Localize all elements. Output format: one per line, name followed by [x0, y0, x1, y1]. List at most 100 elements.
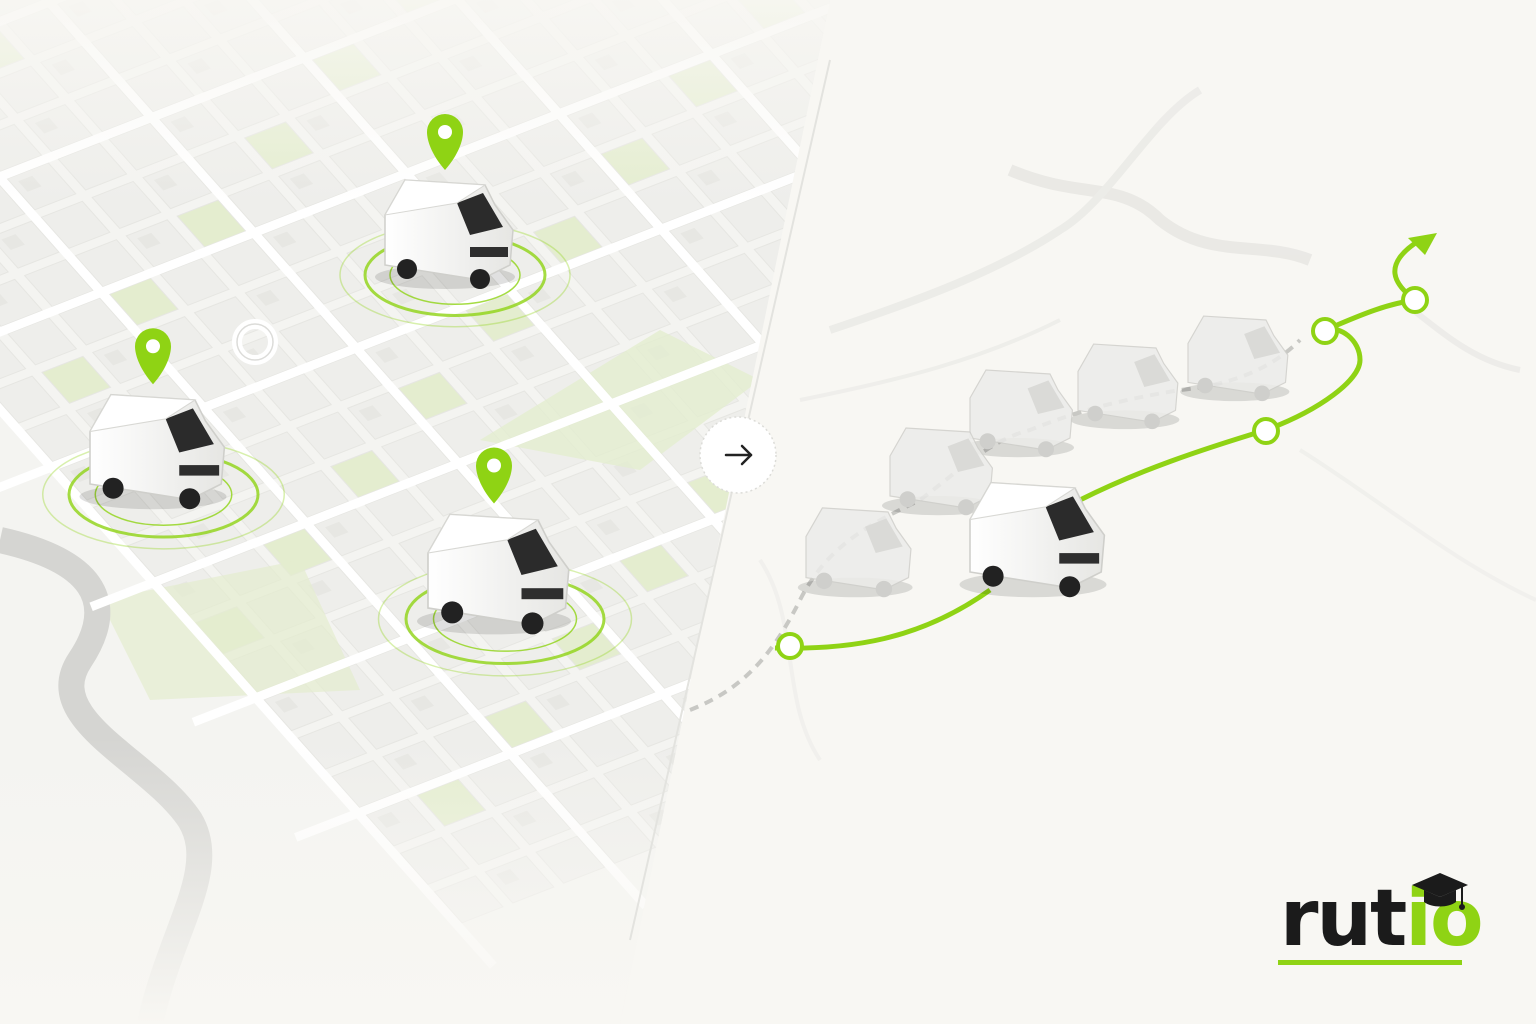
building: [818, 691, 830, 708]
building: [715, 576, 740, 593]
city-block: [789, 736, 830, 785]
city-block: [855, 39, 924, 86]
building: [732, 518, 756, 535]
city-block: [856, 194, 925, 241]
city-block: [872, 0, 941, 28]
logo-underline: [1278, 960, 1462, 965]
van-windshield: [1244, 326, 1281, 359]
van-wheel: [1087, 405, 1103, 422]
van-windshield: [457, 193, 503, 235]
planned-route-dashed: [689, 338, 1302, 712]
rutio-logo: rutio: [1278, 873, 1484, 965]
building: [902, 400, 925, 416]
van-wheel: [1059, 576, 1081, 598]
ghost-van: [882, 427, 994, 516]
route-stops: [776, 286, 1429, 660]
van-wheel: [982, 565, 1004, 587]
delivery-van: [417, 513, 571, 635]
ghost-van: [797, 507, 913, 598]
van-wheel: [521, 612, 544, 635]
building: [833, 168, 856, 184]
van-windshield: [165, 408, 214, 453]
city-block: [755, 697, 826, 747]
van-wheel: [875, 580, 893, 598]
van-grille: [1059, 553, 1100, 564]
van-roof: [426, 513, 540, 554]
route-map: [758, 86, 1536, 762]
logo-text-main: rut: [1280, 874, 1406, 964]
delivery-van: [375, 179, 515, 289]
delivery-van: [959, 481, 1107, 598]
route-stop-marker: [1311, 317, 1339, 345]
building: [866, 52, 889, 68]
building: [816, 226, 830, 243]
city-block: [738, 756, 809, 805]
van-grille: [470, 247, 508, 257]
location-pin-icon: [476, 447, 512, 504]
city-block: [787, 271, 830, 320]
panel-divider: [629, 59, 831, 941]
city-block: [890, 77, 959, 124]
van-wheel: [179, 488, 201, 510]
tracked-van: [339, 114, 571, 328]
van-windshield: [507, 528, 558, 575]
van-wheel: [815, 572, 833, 590]
city-block: [788, 426, 830, 475]
building: [801, 749, 825, 766]
city-block: [891, 387, 960, 434]
arrow-right-icon: [724, 444, 753, 466]
ghost-van: [962, 369, 1074, 458]
optimized-route: [774, 587, 992, 651]
city-block: [820, 0, 830, 48]
route-arrow-icon: [1408, 233, 1437, 255]
building: [850, 110, 873, 126]
next-arrow-button[interactable]: [699, 416, 777, 494]
graduation-cap-icon: [1412, 873, 1468, 910]
city-block: [839, 252, 908, 299]
ghost-van: [1180, 315, 1290, 402]
city-block: [687, 776, 758, 825]
van-windshield: [865, 518, 903, 553]
park-block: [890, 232, 959, 279]
tracked-van: [377, 447, 633, 677]
van-grille: [521, 588, 564, 600]
building: [698, 634, 723, 651]
city-block: [806, 678, 830, 727]
route-stop-marker: [1252, 417, 1280, 445]
van-roof: [968, 482, 1077, 521]
ghost-van: [1070, 343, 1180, 430]
van-wheel: [899, 491, 916, 508]
ghost-van-sequence: [797, 315, 1290, 598]
van-wheel: [441, 601, 464, 624]
van-wheel: [397, 259, 417, 279]
building: [799, 284, 823, 301]
tracked-van: [42, 328, 285, 550]
route-stop-marker: [1401, 286, 1429, 314]
van-windshield: [1045, 496, 1094, 541]
city-block: [770, 329, 830, 378]
city-block: [821, 154, 830, 203]
city-block: [703, 562, 775, 611]
van-wheel: [1144, 413, 1160, 430]
delivery-van: [79, 393, 227, 510]
city-block: [858, 659, 927, 706]
van-grille: [179, 465, 220, 476]
route-stop-marker: [776, 632, 804, 660]
city-block: [873, 136, 942, 183]
van-wheel: [958, 499, 974, 516]
van-wheel: [1254, 385, 1270, 402]
van-wheel: [470, 269, 490, 289]
van-wheel: [1197, 377, 1213, 394]
location-pin-icon: [135, 328, 171, 385]
van-windshield: [1134, 354, 1171, 387]
van-roof: [88, 394, 197, 433]
van-wheel: [979, 433, 996, 450]
city-block: [720, 504, 791, 553]
van-wheel: [102, 477, 124, 499]
location-pin-icon: [427, 114, 463, 170]
building: [883, 0, 906, 9]
van-roof: [384, 179, 487, 216]
city-block: [804, 213, 830, 262]
